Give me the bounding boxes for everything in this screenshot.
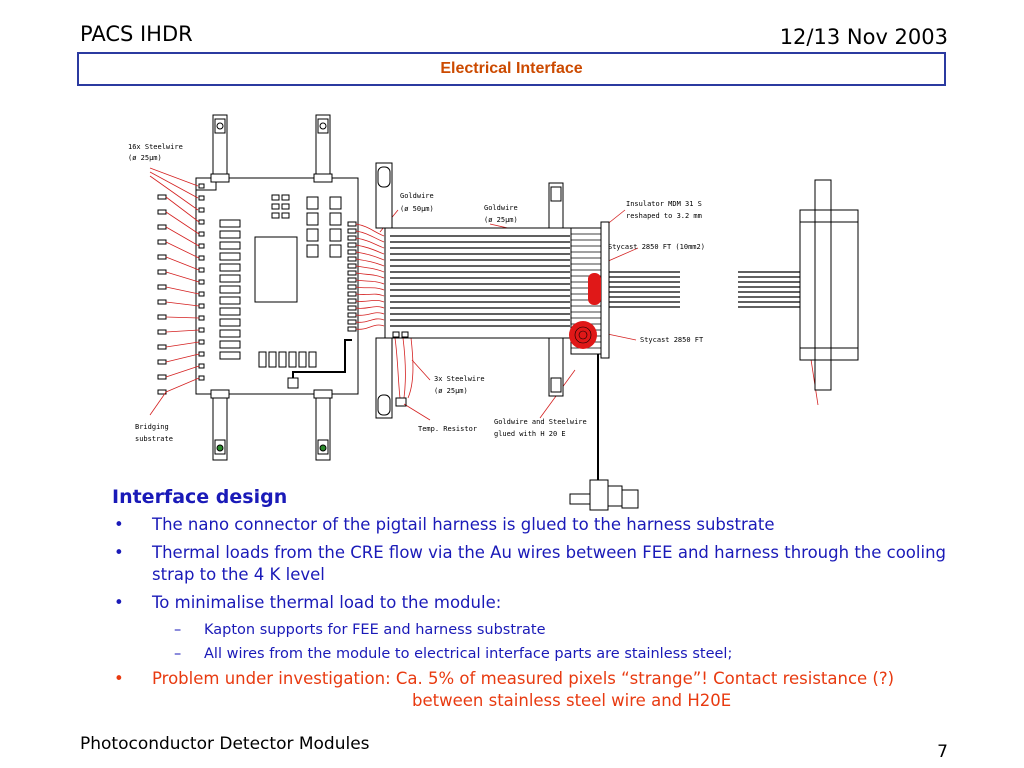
bullet-marker: • <box>114 543 124 562</box>
label-temp-resistor: Temp. Resistor <box>418 425 477 433</box>
red-stycast-marker <box>569 321 597 349</box>
bullet-item: • The nano connector of the pigtail harn… <box>112 514 962 536</box>
sub-bullet-item: – All wires from the module to electrica… <box>112 644 962 664</box>
label-goldwire-50: Goldwire <box>400 192 434 200</box>
footer-title: Photoconductor Detector Modules <box>80 734 370 754</box>
sub-bullet-item: – Kapton supports for FEE and harness su… <box>112 620 962 640</box>
label-16x-steelwire: 16x Steelwire <box>128 143 183 151</box>
pigtail-cable <box>609 271 800 308</box>
bullet-text: Thermal loads from the CRE flow via the … <box>152 543 946 584</box>
bullet-text: The nano connector of the pigtail harnes… <box>152 515 775 534</box>
bullet-marker: • <box>114 593 124 612</box>
fee-left-pads <box>198 183 205 381</box>
problem-text-cont: between stainless steel wire and H20E <box>412 691 732 710</box>
label-goldwire-25-dia: (ø 25µm) <box>484 216 518 224</box>
sub-bullet-text: Kapton supports for FEE and harness subs… <box>204 622 546 638</box>
dash-marker: – <box>174 646 182 662</box>
fee-bottom-chips <box>258 351 317 368</box>
fee-pads-column <box>219 219 241 360</box>
section-title: Interface design <box>112 486 288 508</box>
label-3x-steelwire: 3x Steelwire <box>434 375 485 383</box>
bullet-item: • To minimalise thermal load to the modu… <box>112 592 962 614</box>
label-stycast-10: Stycast 2850 FT (10mm2) <box>608 243 705 251</box>
body-text: Interface design • The nano connector of… <box>112 486 962 718</box>
fee-chip <box>254 236 298 303</box>
harness-traces <box>390 235 570 327</box>
bullet-item: • Thermal loads from the CRE flow via th… <box>112 542 962 586</box>
problem-bullet: • Problem under investigation: Ca. 5% of… <box>112 668 962 712</box>
label-insulator-reshaped: reshaped to 3.2 mm <box>626 212 702 220</box>
dash-marker: – <box>174 622 182 638</box>
title-box: Electrical Interface <box>77 52 946 86</box>
bridging-substrate-pads <box>157 194 167 395</box>
red-insulator-marker <box>588 273 601 305</box>
label-goldwire-glued: Goldwire and Steelwire <box>494 418 587 426</box>
fee-board-notch <box>196 177 217 191</box>
problem-text: Problem under investigation: Ca. 5% of m… <box>152 669 895 688</box>
fee-components-grid <box>306 196 342 258</box>
label-bridging-substrate: substrate <box>135 435 173 443</box>
label-stycast: Stycast 2850 FT <box>640 336 704 344</box>
harness-substrate <box>384 227 572 339</box>
label-bridging: Bridging <box>135 423 169 431</box>
bullet-marker: • <box>114 669 124 688</box>
fee-small-parts <box>271 194 290 219</box>
label-insulator: Insulator MDM 31 S <box>626 200 702 208</box>
label-3x-steelwire-dia: (ø 25µm) <box>434 387 468 395</box>
temp-resistor <box>395 397 407 407</box>
slide-title: Electrical Interface <box>440 60 583 77</box>
header-date: 12/13 Nov 2003 <box>779 25 948 49</box>
bullet-text: To minimalise thermal load to the module… <box>152 593 502 612</box>
label-goldwire-glued-h20e: glued with H 20 E <box>494 430 566 438</box>
label-goldwire-25: Goldwire <box>484 204 518 212</box>
header-left: PACS IHDR <box>80 22 193 46</box>
page-number: 7 <box>937 742 948 762</box>
sub-bullet-text: All wires from the module to electrical … <box>204 646 733 662</box>
label-16x-steelwire-dia: (ø 25µm) <box>128 154 162 162</box>
label-goldwire-50-dia: (ø 50µm) <box>400 205 434 213</box>
bullet-marker: • <box>114 515 124 534</box>
